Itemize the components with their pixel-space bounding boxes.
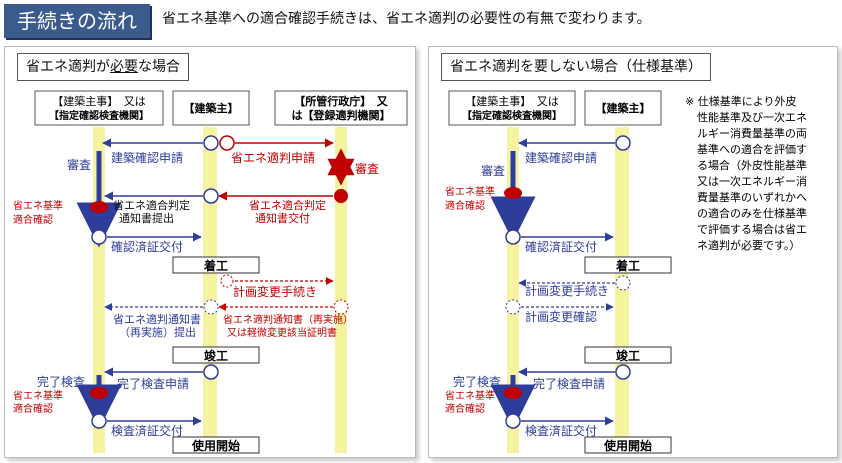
note-line: の適合のみを仕様基準 xyxy=(697,206,807,220)
svg-text:省エネ適合判定: 省エネ適合判定 xyxy=(113,198,190,212)
actor-owner: 【建築主】 xyxy=(172,90,250,126)
svg-text:省エネ適合判定: 省エネ適合判定 xyxy=(249,198,326,212)
note-line: ネ適判が必要です。） xyxy=(697,238,800,252)
lane-owner xyxy=(203,127,217,453)
note-line: 基準への適合を評価す xyxy=(697,142,807,156)
flow-diagram-not-required: 【建築主事】 又は 【指定確認検査機関】 【建築主】 ※ 仕様基準により外皮性能… xyxy=(445,90,807,454)
svg-text:省エネ基準: 省エネ基準 xyxy=(13,389,63,402)
panel-tekihan-not-required: 省エネ適判を要しない場合（仕様基準） 【建築主事】 又は 【指定確認検査機関】 … xyxy=(428,46,838,458)
svg-text:完了検査申請: 完了検査申請 xyxy=(117,376,189,391)
milestone-shunko: 竣工 xyxy=(204,348,228,363)
svg-text:完了検査: 完了検査 xyxy=(453,374,501,389)
note-line: 費量基準のいずれかへ xyxy=(697,190,807,204)
svg-text:建築確認申請: 建築確認申請 xyxy=(525,150,597,165)
milestone-chakko: 着工 xyxy=(203,258,228,273)
panel-title-required: 省エネ適判が必要な場合 xyxy=(17,53,189,81)
svg-text:は【登録適判機関】: は【登録適判機関】 xyxy=(292,108,391,122)
svg-text:使用開始: 使用開始 xyxy=(603,438,652,453)
section-description: 省エネ基準への適合確認手続きは、省エネ適判の必要性の有無で変わります。 xyxy=(162,11,651,27)
svg-text:検査済証交付: 検査済証交付 xyxy=(525,423,597,438)
svg-text:適合確認: 適合確認 xyxy=(13,402,53,415)
svg-text:省エネ適判通知書（再実施）: 省エネ適判通知書（再実施） xyxy=(223,313,353,326)
svg-text:通知書交付: 通知書交付 xyxy=(255,211,310,225)
label-shinsa-left: 審査 xyxy=(67,157,91,172)
svg-text:竣工: 竣工 xyxy=(616,348,640,363)
note-line: 性能基準及び一次エネ xyxy=(697,110,807,124)
svg-text:【建築主】: 【建築主】 xyxy=(596,101,651,115)
actor-owner-r: 【建築主】 xyxy=(584,90,662,126)
svg-text:【指定確認検査機関】: 【指定確認検査機関】 xyxy=(49,109,149,122)
note-line: る場合（外皮性能基準 xyxy=(697,158,807,172)
milestone-shiyo-kaishi: 使用開始 xyxy=(191,438,240,453)
note-line: 又は一次エネルギー消 xyxy=(697,174,807,188)
svg-text:完了検査申請: 完了検査申請 xyxy=(533,376,605,391)
svg-text:検査済証交付: 検査済証交付 xyxy=(111,423,183,438)
svg-text:【指定確認検査機関】: 【指定確認検査機関】 xyxy=(462,109,562,122)
svg-text:通知書提出: 通知書提出 xyxy=(119,211,174,225)
svg-text:着工: 着工 xyxy=(615,258,640,273)
svg-text:完了検査: 完了検査 xyxy=(37,374,85,389)
svg-text:計画変更確認: 計画変更確認 xyxy=(525,309,597,324)
lane-authority xyxy=(335,127,347,453)
label-kenchiku-kakunin: 建築確認申請 xyxy=(111,150,183,165)
svg-text:省エネ基準: 省エネ基準 xyxy=(13,199,63,212)
actor-designer: 【建築主事】 又は 【指定確認検査機関】 xyxy=(34,90,164,126)
svg-text:省エネ適判通知書: 省エネ適判通知書 xyxy=(113,312,201,326)
panel-title-not-required: 省エネ適判を要しない場合（仕様基準） xyxy=(441,53,711,81)
svg-text:適合確認: 適合確認 xyxy=(445,199,485,212)
svg-text:（再実施）提出: （再実施）提出 xyxy=(119,325,196,339)
note-line: ※ 仕様基準により外皮 xyxy=(685,94,797,108)
svg-text:審査: 審査 xyxy=(481,163,505,178)
svg-text:適合確認: 適合確認 xyxy=(445,402,485,415)
svg-text:又は軽微変更該当証明書: 又は軽微変更該当証明書 xyxy=(227,326,337,339)
svg-text:適合確認: 適合確認 xyxy=(13,213,53,226)
svg-text:【建築主事】 又は: 【建築主事】 又は xyxy=(52,94,146,108)
svg-text:【所管行政庁】 又: 【所管行政庁】 又 xyxy=(294,94,388,108)
panel-tekihan-required: 省エネ適判が必要な場合 【建築主事】 又は 【指定確認検査機関】 【建築主】 【… xyxy=(4,46,416,458)
note-line: で評価する場合は省エ xyxy=(697,222,807,236)
svg-text:計画変更手続き: 計画変更手続き xyxy=(525,283,609,298)
svg-text:【建築主事】 又は: 【建築主事】 又は xyxy=(465,94,559,108)
label-keikaku-henko: 計画変更手続き xyxy=(233,284,317,299)
label-kakunin-zumi: 確認済証交付 xyxy=(111,239,183,254)
actor-authority: 【所管行政庁】 又 は【登録適判機関】 xyxy=(274,90,408,126)
note-text: ※ 仕様基準により外皮性能基準及び一次エネルギー消費量基準の両基準への適合を評価… xyxy=(685,94,807,252)
svg-text:省エネ基準: 省エネ基準 xyxy=(445,389,495,402)
section-tag: 手続きの流れ xyxy=(4,4,150,38)
svg-text:確認済証交付: 確認済証交付 xyxy=(525,239,597,254)
flow-diagram-required: 【建築主事】 又は 【指定確認検査機関】 【建築主】 【所管行政庁】 又 は【登… xyxy=(13,90,408,454)
label-tekihan-shinsei: 省エネ適判申請 xyxy=(231,150,315,165)
label-shinsa-right: 審査 xyxy=(355,161,379,176)
svg-text:【建築主】: 【建築主】 xyxy=(184,101,239,115)
note-line: ルギー消費量基準の両 xyxy=(697,126,807,140)
actor-designer-r: 【建築主事】 又は 【指定確認検査機関】 xyxy=(448,90,576,126)
svg-text:省エネ基準: 省エネ基準 xyxy=(445,185,495,198)
